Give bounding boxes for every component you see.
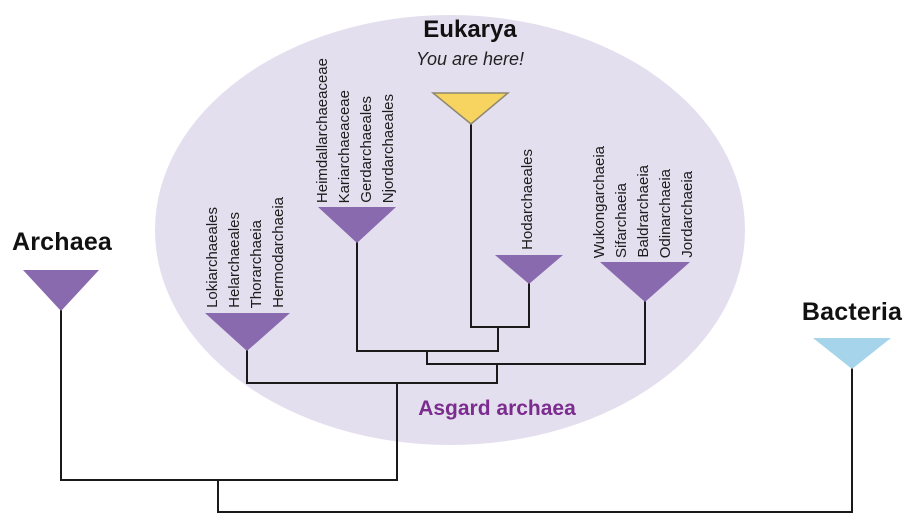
taxon-label-hodarchaeales: Hodarchaeales <box>519 149 536 250</box>
archaea-label: Archaea <box>11 228 113 256</box>
bacteria-triangle <box>813 338 891 369</box>
loki-clade-taxa: Lokiarchaeales Helarchaeales Thorarchaei… <box>202 197 290 308</box>
asgard-archaea-label: Asgard archaea <box>418 397 576 420</box>
branch-archaea-join <box>60 479 398 513</box>
branch-heimdall-join <box>356 350 499 365</box>
asgard-ellipse <box>155 15 745 445</box>
bacteria-label: Bacteria <box>801 298 903 326</box>
branch-wukong-join <box>426 363 646 384</box>
eukarya-label: Eukarya <box>423 16 517 43</box>
archaea-triangle <box>23 270 99 311</box>
branch-asgard-join <box>246 382 498 481</box>
wukong-clade-taxa: Wukongarchaeia Sifarchaeia Baldrarchaeia… <box>589 146 699 258</box>
taxon-label-lokiarchaeales: Lokiarchaeales <box>204 207 221 308</box>
loki-clade-triangle <box>205 313 290 351</box>
taxon-label-jordarchaeia: Jordarchaeia <box>679 171 696 258</box>
taxon-label-helarchaeales: Helarchaeales <box>226 212 243 308</box>
heimdall-clade-triangle <box>318 207 396 243</box>
branch-eukarya-hod-join <box>470 326 530 352</box>
taxon-label-odinarchaeia: Odinarchaeia <box>657 168 674 258</box>
hodarchaeales-clade-taxa: Hodarchaeales <box>517 149 539 250</box>
taxon-label-njordarchaeales: Njordarchaeales <box>380 93 397 203</box>
eukarya-triangle <box>430 92 511 125</box>
taxon-label-thorarchaeia: Thorarchaeia <box>248 219 265 308</box>
taxon-label-heimdallarchaeaceae: Heimdallarchaeaceae <box>314 57 331 203</box>
taxon-label-kariarchaeaceae: Kariarchaeaceae <box>336 89 353 203</box>
taxon-label-baldrarchaeia: Baldrarchaeia <box>635 165 652 258</box>
taxon-label-hermodarchaeia: Hermodarchaeia <box>270 197 287 308</box>
taxon-label-gerdarchaeales: Gerdarchaeales <box>358 96 375 203</box>
heimdall-clade-taxa: Heimdallarchaeaceae Kariarchaeaceae Gerd… <box>312 58 400 203</box>
taxon-label-wukongarchaeia: Wukongarchaeia <box>591 145 608 258</box>
taxon-label-sifarchaeia: Sifarchaeia <box>613 182 630 258</box>
eukarya-subtitle: You are here! <box>415 49 525 69</box>
hodarchaeales-clade-triangle <box>495 255 563 284</box>
wukong-clade-triangle <box>600 262 690 302</box>
